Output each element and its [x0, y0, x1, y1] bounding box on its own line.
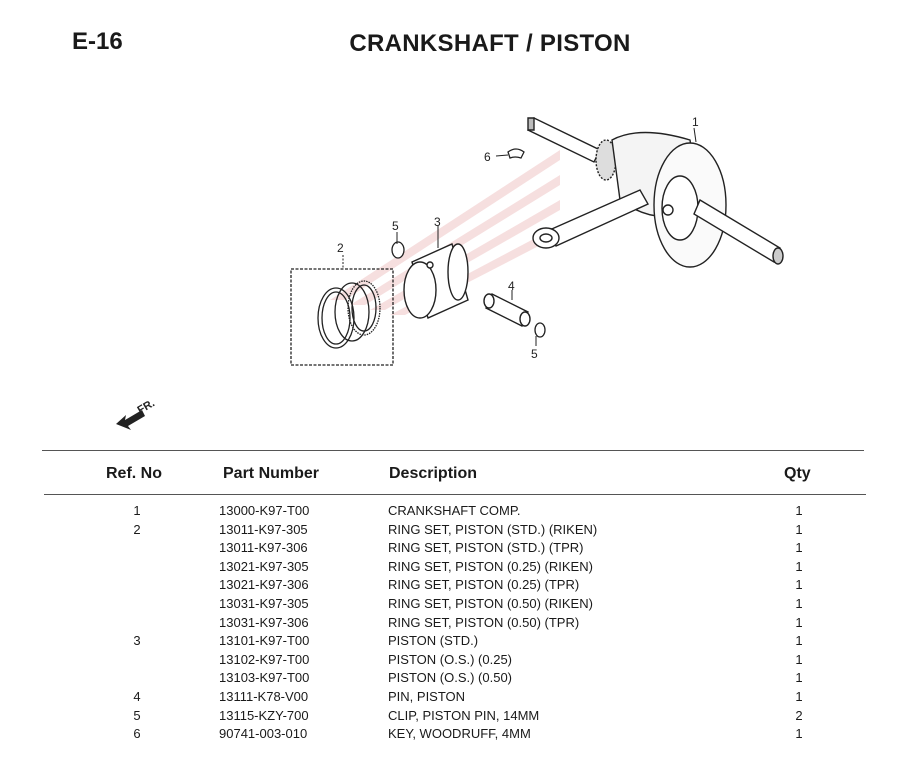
callout-1: 1 [692, 115, 699, 129]
clip-part-lower [534, 322, 546, 338]
col-header-part-number: Part Number [223, 465, 320, 482]
description-cell: RING SET, PISTON (STD.) (RIKEN) [388, 521, 598, 537]
part-number-cell: 13115-KZY-700 [219, 707, 309, 723]
table-top-rule [42, 450, 864, 451]
table-row: 13102-K97-T00 PISTON (O.S.) (0.25) 1 [0, 651, 915, 670]
qty-cell: 1 [795, 595, 803, 611]
qty-cell: 1 [795, 726, 803, 742]
parts-diagram: 1 6 2 3 5 4 5 FR. [116, 115, 784, 430]
callout-2: 2 [337, 241, 344, 255]
qty-cell: 1 [795, 633, 803, 649]
qty-cell: 1 [795, 688, 803, 704]
qty-cell: 1 [795, 521, 803, 537]
qty-cell: 1 [795, 503, 803, 518]
table-row: 6 90741-003-010 KEY, WOODRUFF, 4MM 1 [0, 725, 915, 744]
ref-cell: 1 [133, 503, 141, 518]
description-cell: RING SET, PISTON (0.50) (RIKEN) [388, 595, 593, 611]
part-number-cell: 90741-003-010 [219, 726, 308, 742]
description-cell: RING SET, PISTON (STD.) (TPR) [388, 540, 584, 556]
ref-cell: 2 [133, 521, 141, 537]
ref-cell: 4 [133, 688, 141, 704]
ref-cell: 5 [133, 707, 141, 723]
part-number-cell: 13021-K97-305 [219, 558, 309, 574]
table-row: 5 13115-KZY-700 CLIP, PISTON PIN, 14MM 2 [0, 707, 915, 726]
table-row: 13103-K97-T00 PISTON (O.S.) (0.50) 1 [0, 669, 915, 688]
qty-cell: 2 [795, 707, 803, 723]
description-cell: PISTON (STD.) [388, 633, 479, 649]
part-number-cell: 13101-K97-T00 [219, 633, 310, 649]
description-cell: RING SET, PISTON (0.50) (TPR) [388, 614, 580, 630]
callout-6: 6 [484, 150, 491, 164]
description-cell: RING SET, PISTON (0.25) (RIKEN) [388, 558, 593, 574]
description-cell: CRANKSHAFT COMP. [388, 503, 521, 518]
table-row: 1 13000-K97-T00 CRANKSHAFT COMP. 1 [0, 502, 915, 521]
table-row: 4 13111-K78-V00 PIN, PISTON 1 [0, 688, 915, 707]
callout-4: 4 [508, 279, 515, 293]
table-row: 13011-K97-306 RING SET, PISTON (STD.) (T… [0, 539, 915, 558]
description-cell: PISTON (O.S.) (0.25) [388, 651, 513, 667]
table-row: 13031-K97-305 RING SET, PISTON (0.50) (R… [0, 595, 915, 614]
part-number-cell: 13011-K97-305 [219, 521, 308, 537]
front-arrow-icon: FR. [116, 397, 157, 430]
part-number-cell: 13031-K97-305 [219, 595, 309, 611]
qty-cell: 1 [795, 540, 803, 556]
part-number-cell: 13000-K97-T00 [219, 503, 310, 518]
table-row: 2 13011-K97-305 RING SET, PISTON (STD.) … [0, 521, 915, 540]
col-header-description: Description [389, 465, 478, 482]
callout-3: 3 [434, 215, 441, 229]
callout-5-lower: 5 [531, 347, 538, 361]
ref-cell: 6 [133, 726, 141, 742]
table-row: 13021-K97-305 RING SET, PISTON (0.25) (R… [0, 558, 915, 577]
ref-cell: 3 [133, 633, 141, 649]
description-cell: KEY, WOODRUFF, 4MM [388, 726, 531, 742]
page-title: CRANKSHAFT / PISTON [349, 30, 631, 57]
parts-table-body: 1 13000-K97-T00 CRANKSHAFT COMP. 1 2 130… [0, 502, 915, 744]
front-arrow-label: FR. [136, 397, 157, 416]
table-header-rule [44, 494, 866, 495]
description-cell: PIN, PISTON [388, 688, 466, 704]
table-row: 13021-K97-306 RING SET, PISTON (0.25) (T… [0, 576, 915, 595]
part-number-cell: 13103-K97-T00 [219, 670, 310, 686]
description-cell: CLIP, PISTON PIN, 14MM [388, 707, 540, 723]
ring-set-part [290, 268, 394, 366]
woodruff-key-part [507, 148, 525, 159]
table-row: 13031-K97-306 RING SET, PISTON (0.50) (T… [0, 614, 915, 633]
qty-cell: 1 [795, 558, 803, 574]
part-number-cell: 13102-K97-T00 [219, 651, 310, 667]
description-cell: PISTON (O.S.) (0.50) [388, 670, 513, 686]
piston-part [403, 243, 469, 319]
part-number-cell: 13031-K97-306 [219, 614, 309, 630]
col-header-qty: Qty [784, 465, 811, 482]
part-number-cell: 13111-K78-V00 [219, 688, 309, 704]
part-number-cell: 13021-K97-306 [219, 577, 309, 593]
crankshaft-part [527, 117, 784, 268]
callout-5-upper: 5 [392, 219, 399, 233]
qty-cell: 1 [795, 670, 803, 686]
piston-pin-part [483, 293, 531, 327]
col-header-ref: Ref. No [106, 465, 162, 482]
table-row: 3 13101-K97-T00 PISTON (STD.) 1 [0, 632, 915, 651]
qty-cell: 1 [795, 651, 803, 667]
clip-part-upper [391, 241, 405, 259]
qty-cell: 1 [795, 614, 803, 630]
qty-cell: 1 [795, 577, 803, 593]
part-number-cell: 13011-K97-306 [219, 540, 308, 556]
description-cell: RING SET, PISTON (0.25) (TPR) [388, 577, 580, 593]
diagram-code: E-16 [72, 28, 123, 55]
